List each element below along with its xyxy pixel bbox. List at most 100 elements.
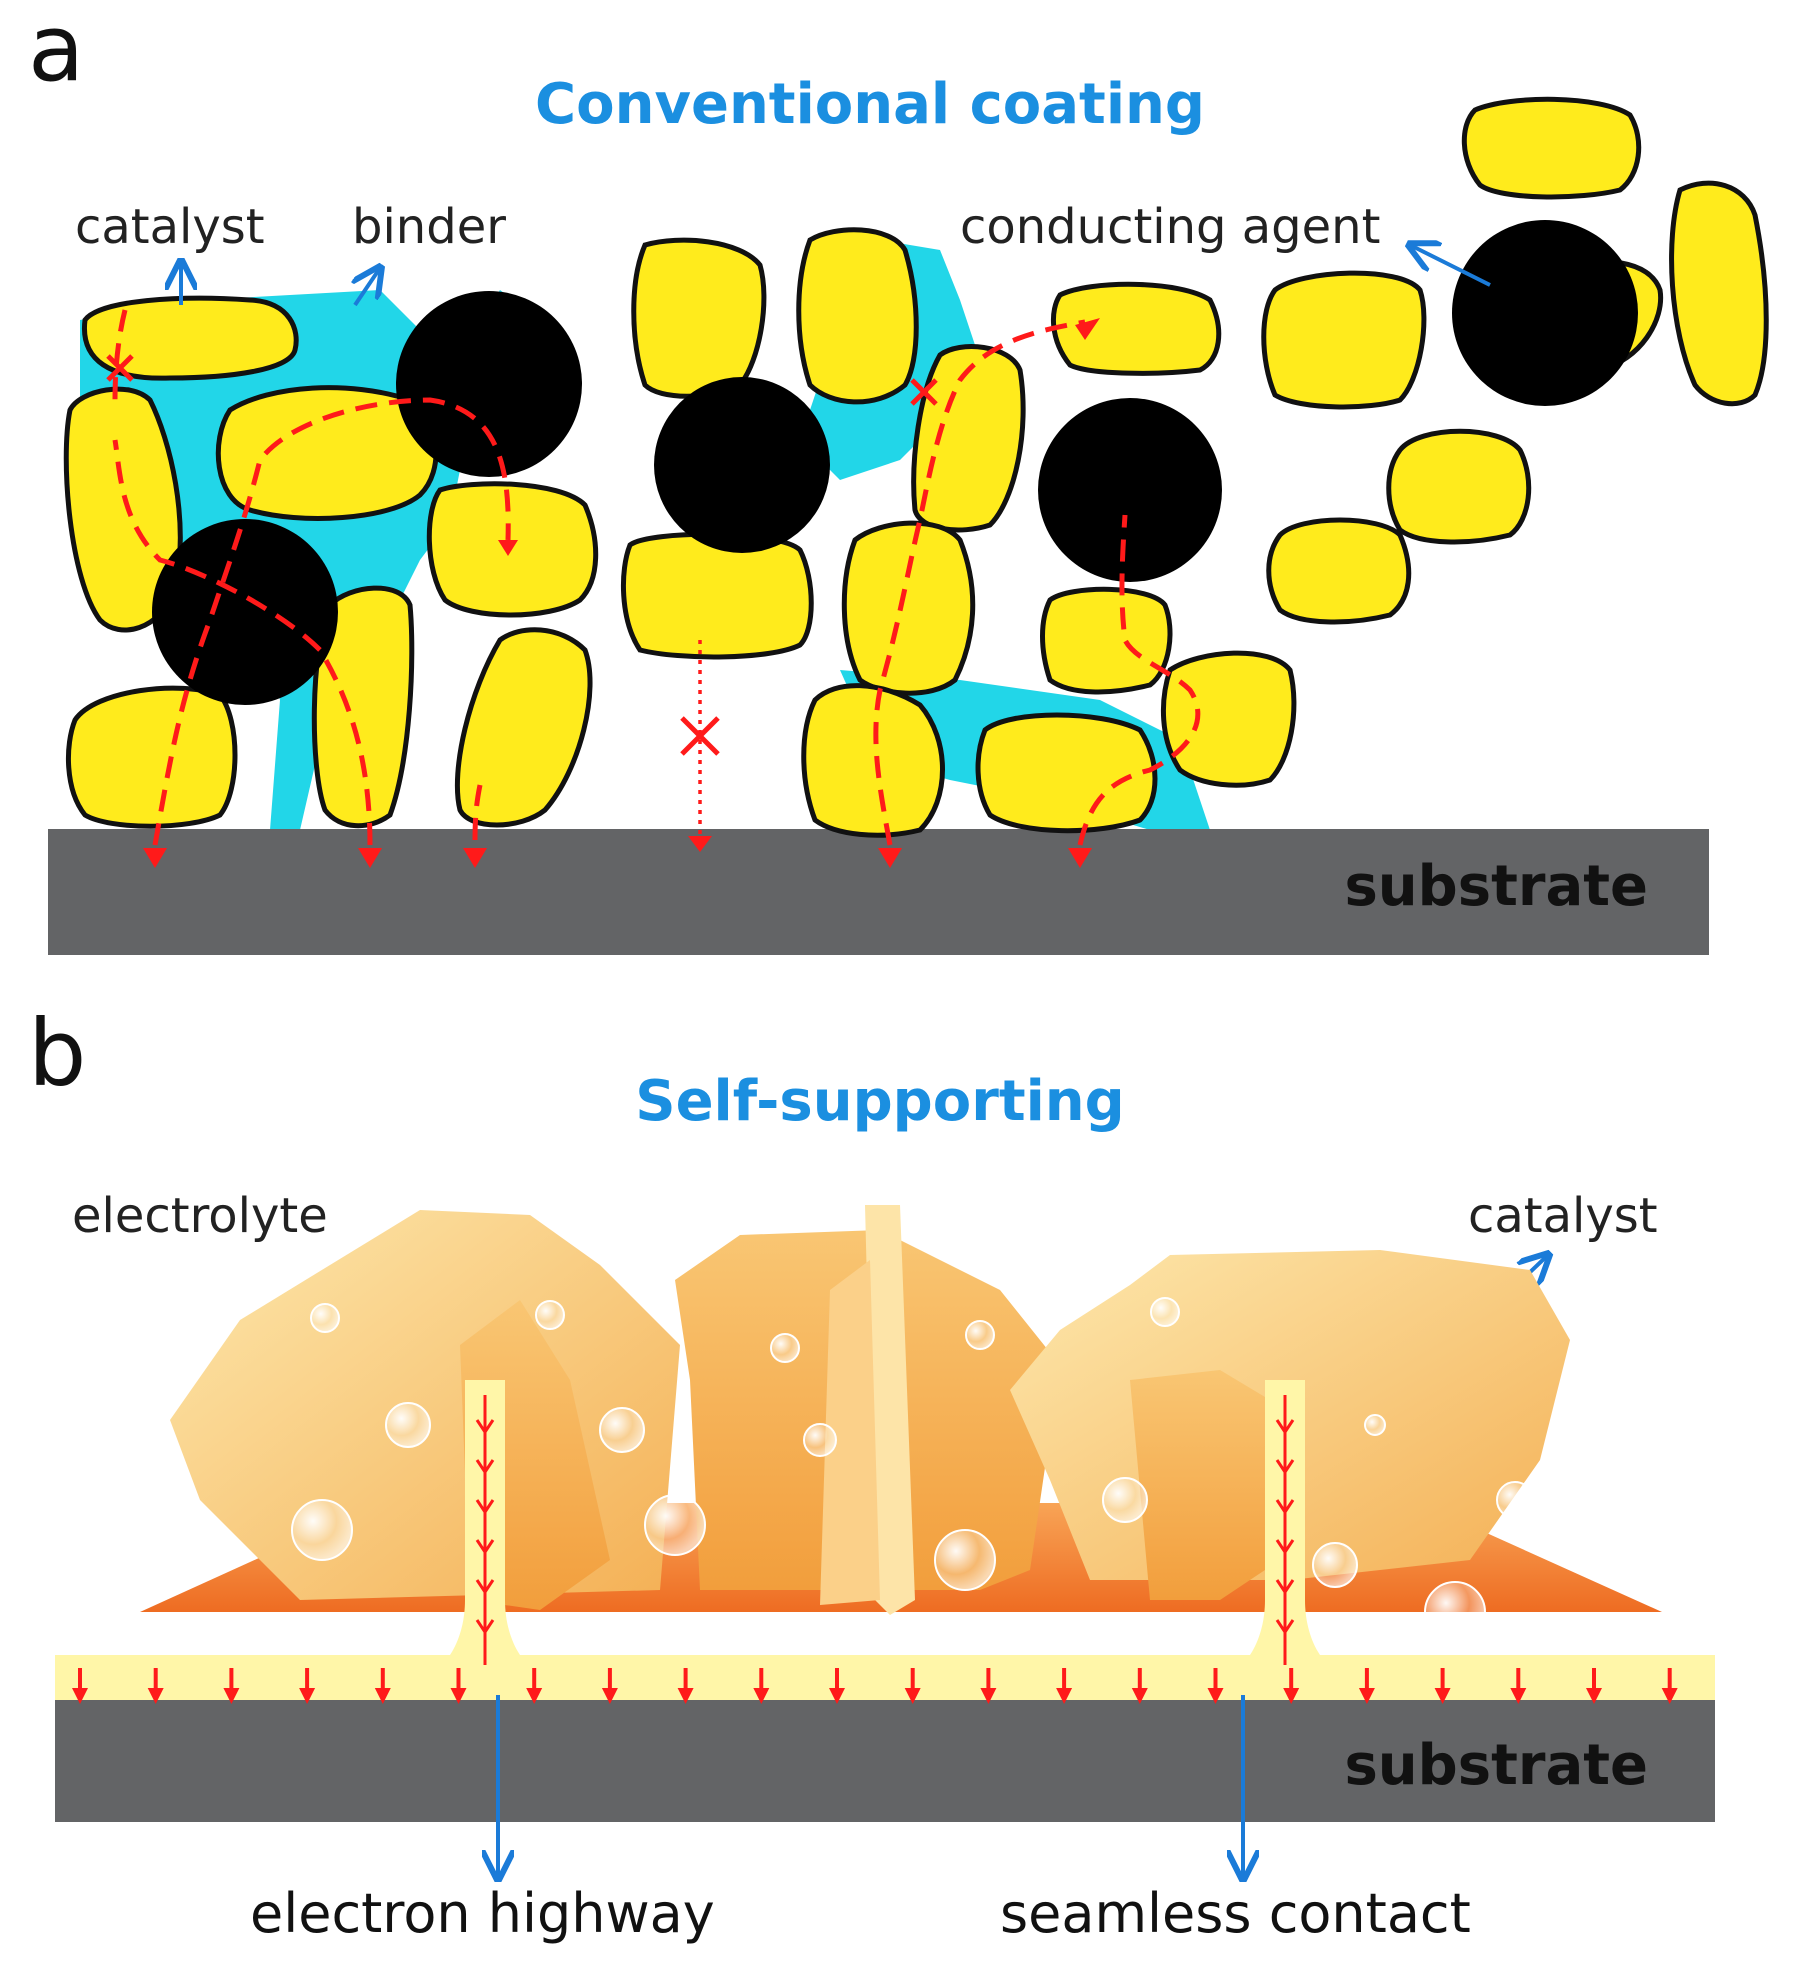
gas-bubbles <box>291 1297 1587 1643</box>
catalyst-particle <box>1050 281 1222 376</box>
contact-arrow-head <box>753 1688 770 1704</box>
conducting-agent-particle <box>396 291 582 477</box>
bubble <box>535 1300 565 1330</box>
break-x-mark <box>106 354 134 382</box>
bubble <box>1150 1297 1180 1327</box>
bubble <box>1102 1477 1148 1523</box>
contact-arrow-head <box>1510 1688 1527 1704</box>
bubble <box>1553 1468 1587 1502</box>
catalyst-block <box>865 1205 915 1615</box>
contact-arrow-head <box>223 1688 240 1704</box>
conducting-agent-particle <box>654 377 830 553</box>
catalyst-particle <box>1040 586 1173 695</box>
catalyst-particle <box>796 227 919 405</box>
catalyst-particle <box>1261 270 1427 410</box>
bubble <box>1424 1581 1486 1643</box>
electron-arrowheads-a <box>143 318 1100 868</box>
catalyst-particle <box>426 481 599 618</box>
contact-arrow-head <box>374 1688 391 1704</box>
panel-b-letter: b <box>28 1000 86 1107</box>
electron-paths-a <box>112 309 1201 846</box>
catalyst-particle <box>631 237 767 399</box>
contact-arrow-head <box>677 1688 694 1704</box>
bubble <box>965 1320 995 1350</box>
binder-pointer-arrow <box>355 268 380 307</box>
conducting-agent-label: conducting agent <box>960 199 1380 255</box>
bubble <box>934 1529 996 1591</box>
catalyst-particle <box>1266 517 1412 625</box>
contact-arrow-head <box>1586 1688 1602 1704</box>
panel-a-title: Conventional coating <box>535 72 1205 137</box>
binder-label: binder <box>352 199 506 255</box>
catalyst-particle <box>911 344 1026 533</box>
bubble <box>1496 1481 1534 1519</box>
break-x-mark <box>680 716 720 756</box>
catalyst-particle <box>215 385 439 521</box>
catalyst-particle <box>1461 96 1642 200</box>
contact-arrow-head <box>299 1688 316 1704</box>
contact-arrow-head <box>147 1688 164 1704</box>
catalyst-particle <box>66 685 238 829</box>
bubble <box>803 1423 837 1457</box>
bubble <box>291 1499 353 1561</box>
catalyst-particle <box>1161 650 1297 788</box>
panel-a: a Conventional coating substrate <box>28 0 1769 955</box>
conducting-agent-particles <box>152 220 1638 705</box>
substrate-label-b: substrate <box>1344 1733 1648 1798</box>
contact-arrow-head <box>904 1688 921 1704</box>
contact-arrow-head <box>1056 1688 1073 1704</box>
panel-b-title: Self-supporting <box>635 1069 1125 1134</box>
contact-arrow-head <box>1661 1688 1678 1704</box>
contact-arrows <box>72 1668 1678 1704</box>
catalyst-particle <box>454 627 593 828</box>
catalyst-particle <box>801 683 945 838</box>
contact-arrow-head <box>450 1688 467 1704</box>
bubble <box>1312 1542 1358 1588</box>
substrate-b <box>55 1700 1715 1822</box>
highway-electron-paths <box>475 1395 1295 1665</box>
panel-b: b Self-supporting electrolyte catalyst <box>28 1000 1715 1945</box>
catalyst-particle <box>975 712 1158 834</box>
conducting-agent-particle <box>1452 220 1638 406</box>
contact-arrow-head <box>1434 1688 1451 1704</box>
contact-arrow-head <box>526 1688 543 1704</box>
contact-arrow-head <box>1358 1688 1375 1704</box>
bubble <box>385 1402 431 1448</box>
contact-arrow-head <box>1283 1688 1300 1704</box>
catalyst-blocks <box>170 1205 1570 1615</box>
catalyst-particle <box>311 585 415 829</box>
contact-arrow-head <box>1131 1688 1148 1704</box>
contact-arrow-head <box>1207 1688 1224 1704</box>
catalyst-label-b: catalyst <box>1468 1188 1658 1244</box>
seamless-contact-label: seamless contact <box>1000 1882 1471 1945</box>
conducting-agent-particle <box>152 519 338 705</box>
catalyst-particle <box>841 520 976 696</box>
catalyst-block <box>1130 1370 1280 1600</box>
catalyst-label-a: catalyst <box>75 199 265 255</box>
contact-arrow-head <box>601 1688 618 1704</box>
catalyst-particle <box>621 531 814 660</box>
panel-a-letter: a <box>28 0 84 102</box>
electron-highway-label: electron highway <box>250 1882 715 1945</box>
bubble <box>310 1303 340 1333</box>
conducting-agent-pointer-arrow <box>1410 245 1491 287</box>
electrolyte-label: electrolyte <box>72 1188 328 1244</box>
catalyst-block <box>820 1260 880 1605</box>
catalyst-particle <box>1386 428 1532 545</box>
contact-arrow-head <box>72 1688 88 1704</box>
substrate-a <box>48 829 1709 955</box>
conducting-agent-particle <box>1038 398 1222 582</box>
catalyst-particles <box>63 96 1769 838</box>
break-x-mark <box>910 378 938 406</box>
catalyst-particle <box>1669 180 1769 407</box>
contact-arrow-head <box>980 1688 997 1704</box>
contact-arrow-head <box>829 1688 845 1704</box>
substrate-label-a: substrate <box>1344 854 1648 919</box>
bubble <box>599 1407 645 1453</box>
bubble <box>770 1333 800 1363</box>
bubble <box>644 1494 706 1556</box>
bubble <box>1364 1414 1386 1436</box>
contact-break-marks <box>106 354 938 756</box>
